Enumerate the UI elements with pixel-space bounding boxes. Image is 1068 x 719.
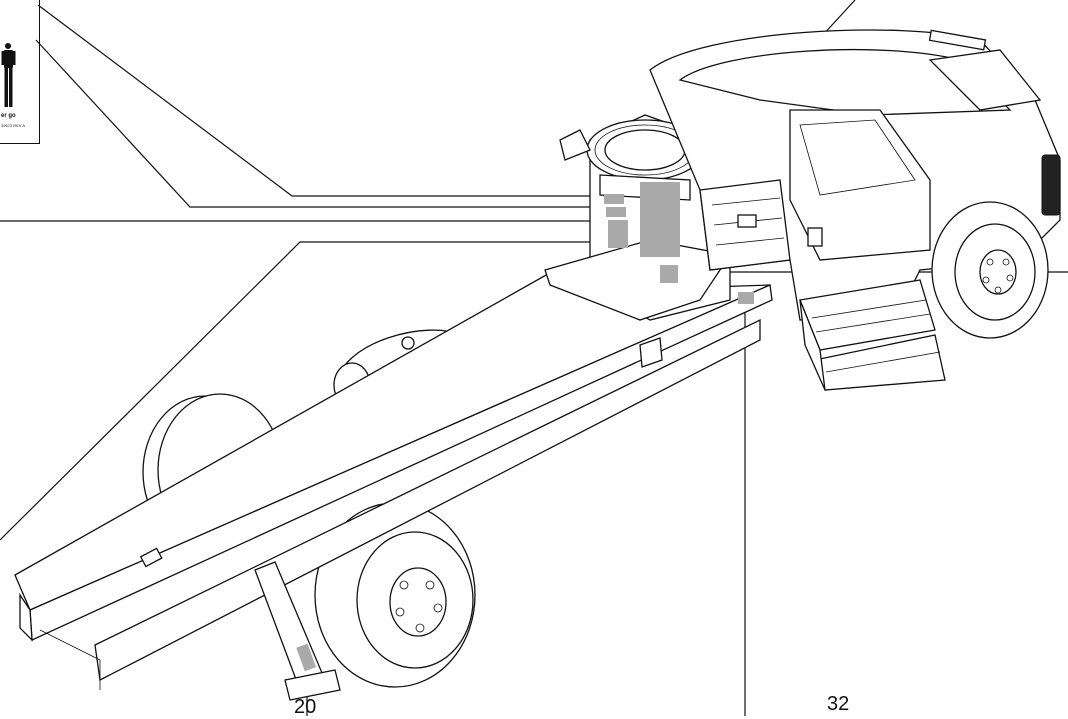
frame-bracket — [639, 337, 663, 368]
door-handle — [807, 227, 823, 247]
outrigger-leg — [254, 561, 341, 701]
leader-line-4 — [0, 241, 600, 541]
door-window — [799, 119, 916, 196]
decal-location-pedestal-base — [660, 265, 678, 283]
chassis-bed — [14, 269, 773, 690]
callout-20: 20 — [294, 696, 317, 718]
cab-door — [789, 109, 931, 261]
decal-location-a — [604, 194, 624, 204]
crane-pedestal — [544, 114, 754, 321]
decal-location-b — [606, 207, 626, 217]
access-steps — [799, 279, 946, 391]
front-wheel — [931, 201, 1049, 339]
hood-vent — [928, 49, 1042, 111]
person-figure-icon — [1, 43, 16, 107]
toolbox-handle — [737, 214, 757, 228]
decal-location-c — [608, 220, 628, 248]
decal-part-number: 39673 REV A — [1, 123, 26, 128]
frame-rail — [94, 318, 761, 681]
decal-caption: er go — [1, 113, 16, 119]
leader-line-1 — [37, 4, 600, 197]
decal-location-20 — [296, 643, 317, 672]
callout-32: 32 — [827, 693, 850, 715]
grille — [1041, 154, 1061, 216]
decal-location-pedestal-side — [640, 182, 680, 257]
leader-line-2 — [35, 39, 600, 208]
safety-decal: er go 39673 REV A — [0, 0, 40, 144]
decal-location-32 — [738, 292, 754, 304]
